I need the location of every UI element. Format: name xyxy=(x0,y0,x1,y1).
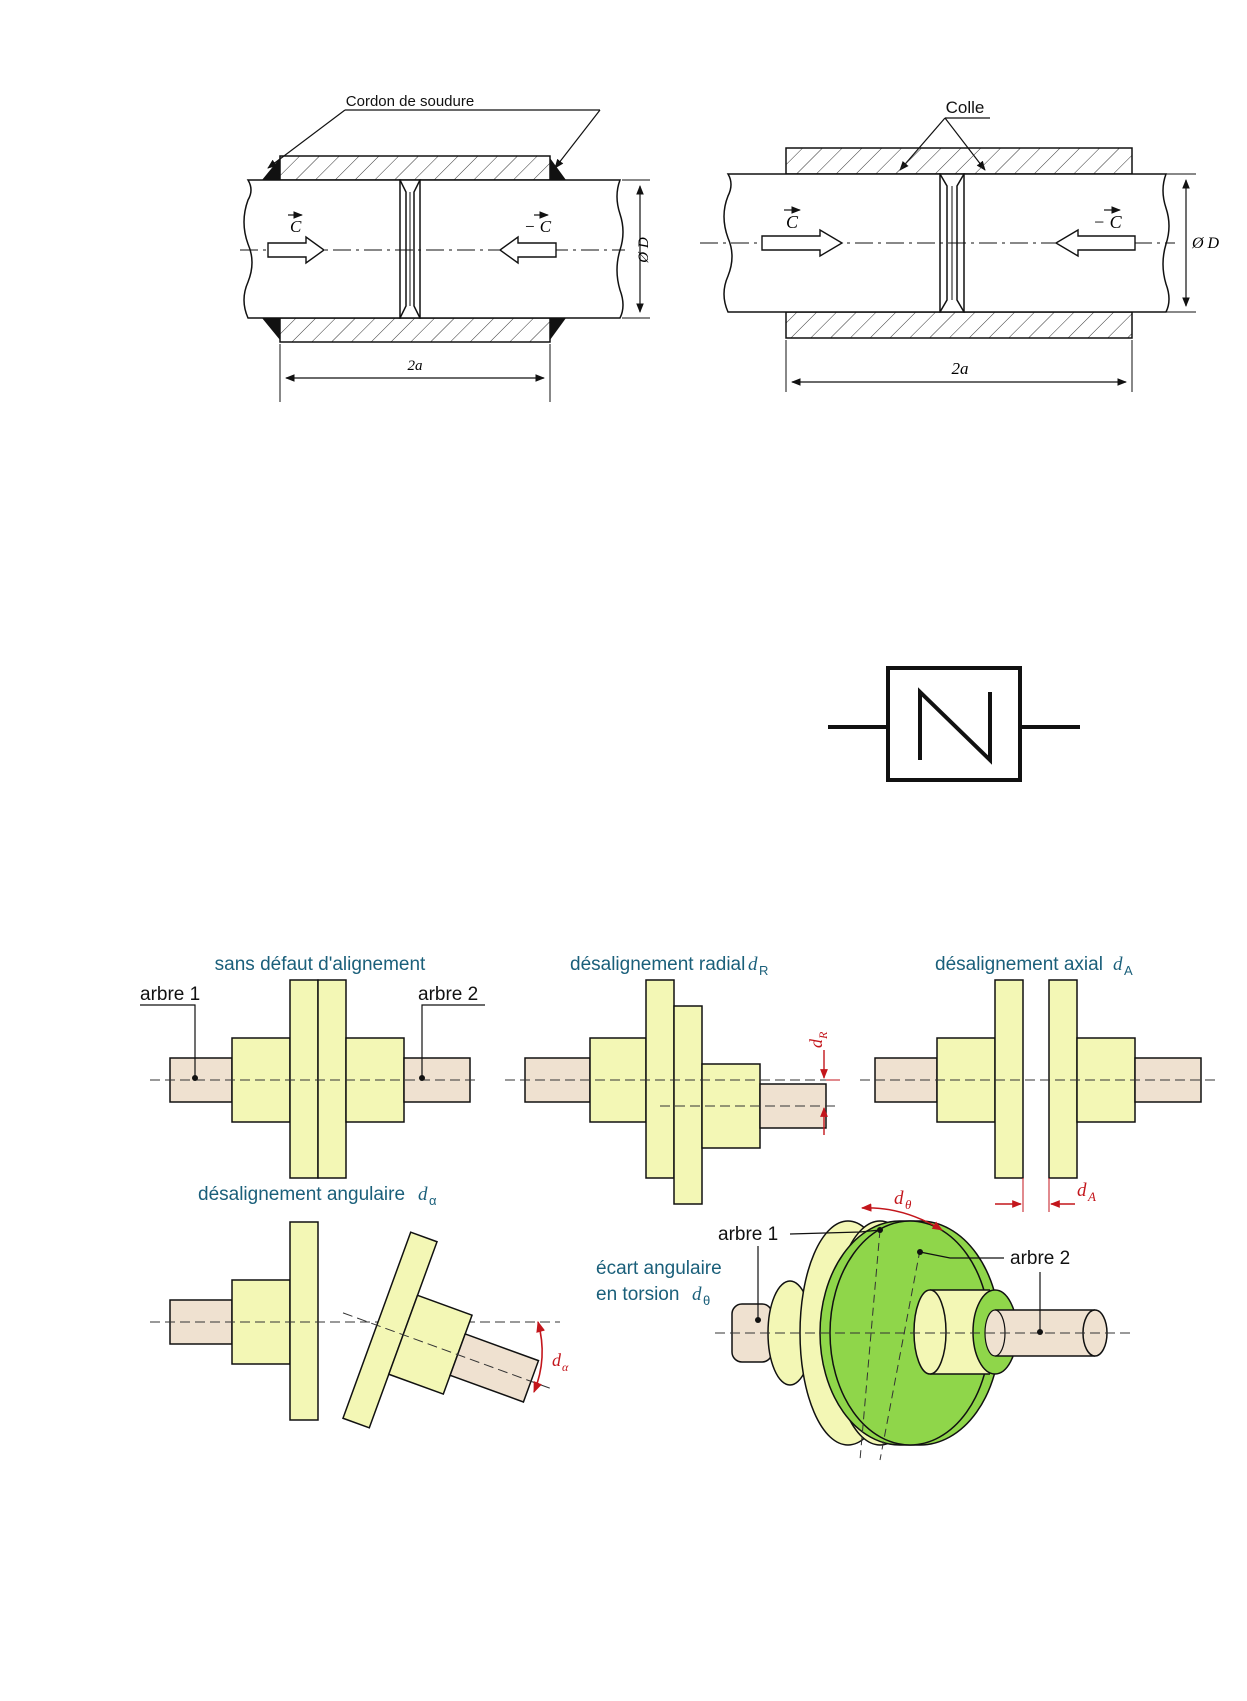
weld-sleeve-bottom xyxy=(280,318,550,342)
title-axial: désalignement axial xyxy=(935,954,1103,975)
label-shaft-2: arbre 2 xyxy=(418,984,478,1005)
flange-left xyxy=(290,1222,318,1420)
flange-left xyxy=(995,980,1023,1178)
glue-torque-left: C xyxy=(786,212,799,232)
weld-bead xyxy=(262,318,280,340)
svg-text:d: d xyxy=(418,1184,428,1205)
weld-sleeve-top xyxy=(280,156,550,180)
flange-left xyxy=(290,980,318,1178)
title-torsion-2: en torsion xyxy=(596,1284,679,1305)
dim-angular xyxy=(534,1322,542,1392)
title-angular: désalignement angulaire xyxy=(198,1184,405,1205)
label-shaft-1: arbre 1 xyxy=(718,1224,778,1245)
svg-text:d: d xyxy=(1113,954,1123,975)
glue-diameter-label: Ø D xyxy=(1191,235,1220,252)
glue-title: Colle xyxy=(946,98,985,117)
panel-angular-misalignment: désalignement angulaire d α d α xyxy=(150,1184,584,1481)
weld-length-label: 2a xyxy=(408,358,423,374)
glue-coupling-diagram: Colle C − C Ø D 2a xyxy=(700,98,1220,392)
flange-left xyxy=(646,980,674,1178)
label-axial: d xyxy=(1077,1180,1087,1201)
label-shaft-2: arbre 2 xyxy=(1010,1248,1070,1269)
panel-radial-misalignment: désalignement radial d R d R xyxy=(505,954,840,1204)
label-torsion: d xyxy=(894,1188,904,1209)
glue-sleeve-bottom xyxy=(786,312,1132,338)
svg-text:A: A xyxy=(1124,963,1133,978)
flange-right xyxy=(674,1006,702,1204)
svg-text:α: α xyxy=(429,1193,437,1208)
coupling-symbol: N xyxy=(828,668,1080,780)
label-shaft-1: arbre 1 xyxy=(140,984,200,1005)
weld-bead xyxy=(550,318,566,340)
panel-no-misalignment: sans défaut d'alignement arbre 1 arbre 2 xyxy=(140,954,485,1178)
svg-text:θ: θ xyxy=(905,1197,912,1212)
panel-torsion-offset: écart angulaire en torsion d θ d θ arbre… xyxy=(596,1188,1130,1460)
title-torsion-1: écart angulaire xyxy=(596,1258,722,1279)
title-radial: désalignement radial xyxy=(570,954,745,975)
glue-torque-right: − C xyxy=(1093,212,1123,232)
svg-text:A: A xyxy=(1087,1189,1096,1204)
weld-torque-left: C xyxy=(290,217,302,236)
weld-torque-right: − C xyxy=(524,217,552,236)
weld-diameter-label: Ø D xyxy=(636,237,652,264)
weld-title: Cordon de soudure xyxy=(346,93,474,110)
glue-sleeve-top xyxy=(786,148,1132,174)
glue-length-label: 2a xyxy=(952,359,969,378)
title-no-misalignment: sans défaut d'alignement xyxy=(215,954,426,975)
svg-text:R: R xyxy=(759,963,768,978)
panel-axial-misalignment: désalignement axial d A d A xyxy=(860,954,1215,1212)
flange-right xyxy=(1049,980,1077,1178)
svg-text:R: R xyxy=(816,1031,830,1040)
flange-right xyxy=(318,980,346,1178)
shaft-2 xyxy=(450,1334,538,1402)
weld-leader-right xyxy=(555,110,600,168)
svg-text:d: d xyxy=(692,1284,702,1305)
svg-text:θ: θ xyxy=(703,1293,710,1308)
hub-right xyxy=(914,1290,946,1374)
svg-text:d: d xyxy=(748,954,758,975)
weld-bead xyxy=(550,158,566,180)
weld-coupling-diagram: Cordon de soudure C − C Ø D xyxy=(240,93,652,402)
svg-text:α: α xyxy=(562,1360,569,1374)
label-angular: d xyxy=(552,1350,562,1370)
